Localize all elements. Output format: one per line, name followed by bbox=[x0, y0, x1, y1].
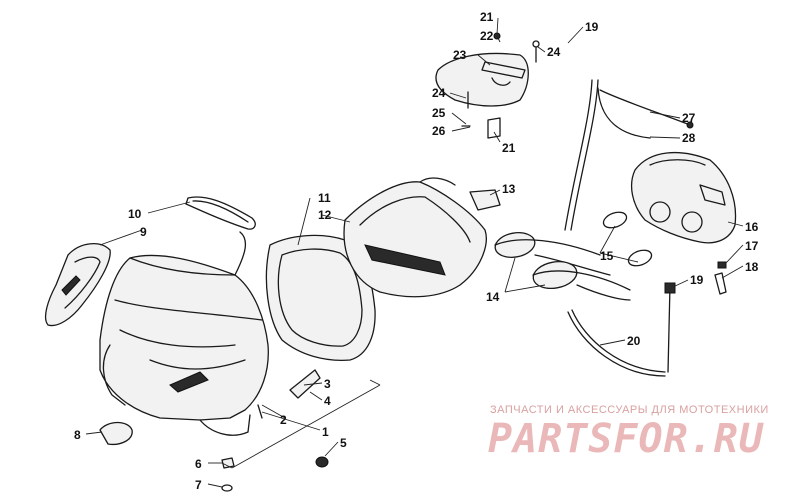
callout-27: 27 bbox=[682, 111, 696, 125]
callout-4: 4 bbox=[324, 394, 331, 408]
callout-11: 11 bbox=[318, 191, 331, 205]
throttle-body bbox=[631, 151, 737, 244]
callout-21-bottom: 21 bbox=[502, 141, 516, 155]
callout-6: 6 bbox=[195, 457, 202, 471]
vent-tubes bbox=[564, 79, 676, 377]
callout-19-bottom: 19 bbox=[690, 273, 704, 287]
assembly-bracket-tick-2 bbox=[221, 462, 233, 469]
callout-16: 16 bbox=[745, 220, 759, 234]
gasket-strip bbox=[185, 196, 256, 230]
callout-22: 22 bbox=[480, 29, 494, 43]
callout-28: 28 bbox=[682, 131, 696, 145]
callout-3: 3 bbox=[324, 377, 331, 391]
callout-15: 15 bbox=[600, 249, 614, 263]
airbox bbox=[343, 177, 487, 298]
callout-9: 9 bbox=[140, 225, 147, 239]
callout-2: 2 bbox=[280, 413, 287, 427]
left-duct bbox=[44, 243, 111, 327]
callout-1: 1 bbox=[322, 425, 329, 439]
callout-12: 12 bbox=[318, 208, 332, 222]
callout-25: 25 bbox=[432, 106, 446, 120]
callout-26: 26 bbox=[432, 124, 446, 138]
callout-5: 5 bbox=[340, 436, 347, 450]
callout-18: 18 bbox=[745, 260, 759, 274]
callout-21-top: 21 bbox=[480, 10, 494, 24]
callout-20: 20 bbox=[627, 334, 641, 348]
intake-boots bbox=[494, 232, 631, 301]
callout-24-left: 24 bbox=[432, 86, 446, 100]
assembly-bracket-tick bbox=[369, 379, 381, 386]
callout-labels: 1 2 3 4 5 6 7 8 9 10 11 12 13 14 15 16 1… bbox=[74, 10, 759, 492]
top-bracket bbox=[435, 32, 540, 139]
callout-8: 8 bbox=[74, 428, 81, 442]
callout-14: 14 bbox=[486, 290, 500, 304]
callout-23: 23 bbox=[453, 48, 467, 62]
clip-tab bbox=[469, 189, 501, 211]
hose-clamps bbox=[602, 211, 653, 267]
callout-10: 10 bbox=[128, 207, 142, 221]
callout-19-top: 19 bbox=[585, 20, 599, 34]
callout-17: 17 bbox=[745, 239, 759, 253]
watermark-caption: ЗАПЧАСТИ И АКСЕССУАРЫ ДЛЯ МОТОТЕХНИКИ bbox=[490, 404, 769, 416]
callout-7: 7 bbox=[195, 478, 202, 492]
small-hardware bbox=[99, 369, 329, 492]
callout-24-right: 24 bbox=[547, 45, 561, 59]
pcv-hose bbox=[597, 87, 694, 139]
fittings bbox=[714, 261, 727, 295]
filter-frame bbox=[265, 234, 376, 361]
leader-lines bbox=[85, 17, 744, 488]
watermark-logo: PARTSFOR.RU bbox=[488, 416, 764, 462]
hood-housing bbox=[99, 231, 269, 436]
assembly-bracket-lower bbox=[231, 384, 381, 469]
callout-13: 13 bbox=[502, 182, 516, 196]
